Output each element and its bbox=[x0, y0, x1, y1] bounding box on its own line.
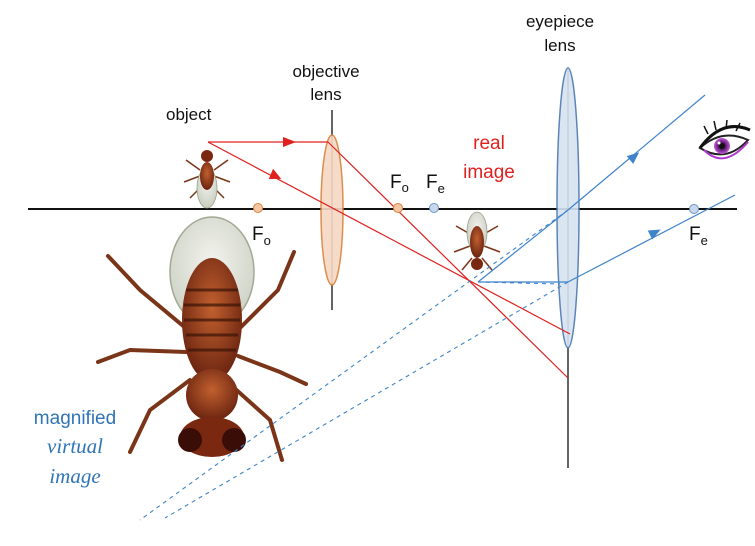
ray-arrow-blue-1 bbox=[626, 152, 640, 164]
focal-label-fo-right: Fo bbox=[390, 172, 409, 195]
object-fly-icon bbox=[183, 150, 231, 209]
virtual-image-fly-icon bbox=[96, 216, 308, 462]
real-image-fly-icon bbox=[453, 211, 501, 271]
focal-label-fe-right-sub: e bbox=[701, 233, 708, 248]
focal-label-fe-right-main: F bbox=[689, 224, 701, 245]
virtual-image-label-line3: image bbox=[49, 464, 100, 488]
virtual-image-rays bbox=[139, 209, 569, 521]
eyepiece-lens-label-line1: eyepiece bbox=[526, 12, 594, 31]
objective-rays bbox=[207, 141, 571, 379]
objective-lens-label-line1: objective bbox=[292, 62, 359, 81]
eyepiece-rays bbox=[477, 94, 736, 283]
focal-label-fe-left-sub: e bbox=[438, 181, 445, 196]
ray-arrow-red-2 bbox=[268, 168, 282, 179]
ray-arrow-red-1 bbox=[283, 137, 296, 147]
virtual-image-label-line1: magnified bbox=[34, 408, 116, 429]
focal-point-fe-right bbox=[689, 204, 699, 214]
objective-lens bbox=[320, 134, 344, 286]
virtual-image-label-line2: virtual bbox=[47, 434, 103, 458]
focal-label-fe-right: Fe bbox=[689, 224, 708, 248]
focal-point-fo-left bbox=[253, 203, 263, 213]
real-image-label-line1: real bbox=[473, 133, 505, 154]
focal-label-fo-right-main: F bbox=[390, 172, 402, 193]
focal-point-fo-right bbox=[393, 203, 403, 213]
focal-point-fe-left bbox=[429, 203, 439, 213]
focal-label-fo-left-main: F bbox=[252, 224, 264, 245]
eyepiece-lens-label-line2: lens bbox=[544, 36, 575, 55]
eyepiece-lens bbox=[556, 67, 580, 349]
focal-label-fo-left-sub: o bbox=[264, 233, 271, 248]
focal-label-fo-right-sub: o bbox=[402, 180, 409, 195]
focal-label-fe-left-main: F bbox=[426, 172, 438, 193]
ray-arrow-blue-2 bbox=[647, 229, 661, 240]
real-image-label-line2: image bbox=[463, 162, 515, 183]
focal-label-fe-left: Fe bbox=[426, 172, 445, 196]
eye-icon bbox=[698, 119, 751, 160]
objective-lens-label-line2: lens bbox=[310, 85, 341, 104]
focal-label-fo-left: Fo bbox=[252, 224, 271, 248]
object-label: object bbox=[166, 105, 212, 124]
